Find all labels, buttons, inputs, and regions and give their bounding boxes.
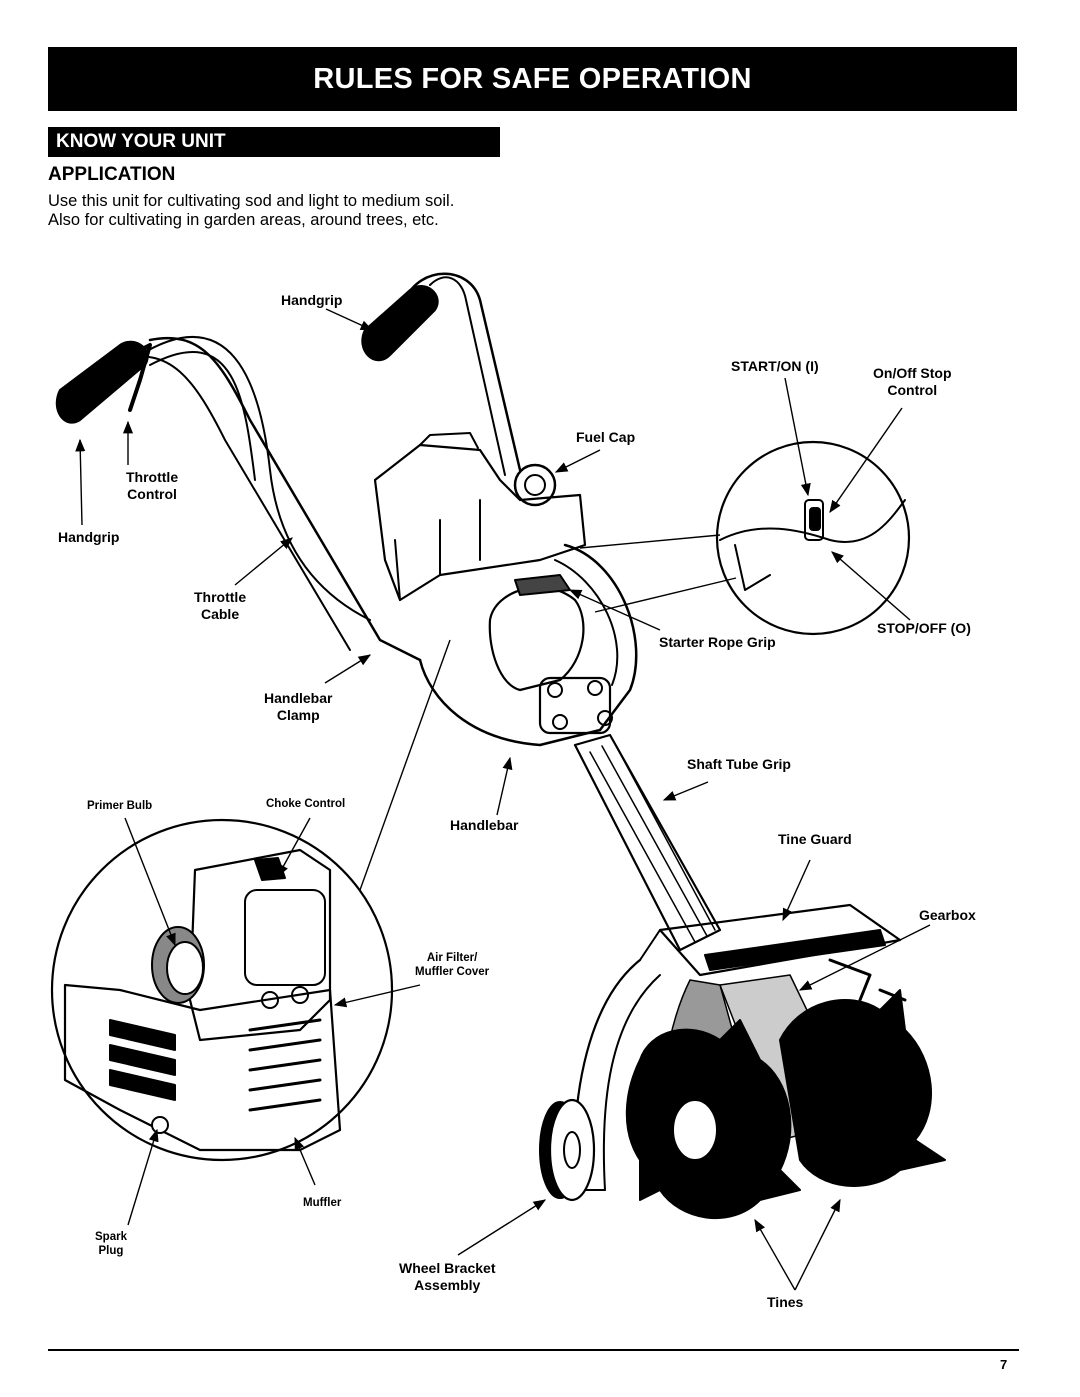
label-starter-rope-grip: Starter Rope Grip — [659, 634, 776, 650]
label-spark-plug: Spark Plug — [95, 1231, 127, 1257]
page-banner-title: RULES FOR SAFE OPERATION — [48, 47, 1017, 111]
body-line-2: Also for cultivating in garden areas, ar… — [48, 211, 439, 229]
page-number: 7 — [1000, 1357, 1008, 1372]
label-muffler: Muffler — [303, 1197, 342, 1209]
label-on-off-stop-control: On/Off Stop Control — [873, 365, 952, 398]
label-choke-control: Choke Control — [266, 798, 346, 810]
label-tines: Tines — [767, 1294, 804, 1310]
label-stop-off: STOP/OFF (O) — [877, 620, 971, 636]
subsection-title: APPLICATION — [48, 164, 176, 185]
body-line-1: Use this unit for cultivating sod and li… — [48, 192, 455, 210]
label-wheel-bracket-assembly: Wheel Bracket Assembly — [399, 1260, 496, 1293]
label-handlebar: Handlebar — [450, 817, 519, 833]
footer-rule — [48, 1349, 1019, 1351]
label-air-filter-muffler-cover: Air Filter/ Muffler Cover — [415, 952, 490, 978]
label-handgrip-top: Handgrip — [281, 292, 343, 308]
label-throttle-control: Throttle Control — [126, 469, 179, 502]
label-handgrip-left: Handgrip — [58, 529, 120, 545]
label-handlebar-clamp: Handlebar Clamp — [264, 690, 333, 723]
application-description: Use this unit for cultivating sod and li… — [48, 192, 518, 230]
label-throttle-cable: Throttle Cable — [194, 589, 247, 622]
label-primer-bulb: Primer Bulb — [87, 800, 153, 812]
label-start-on: START/ON (I) — [731, 358, 819, 374]
label-gearbox: Gearbox — [919, 907, 976, 923]
label-fuel-cap: Fuel Cap — [576, 429, 636, 445]
section-title: KNOW YOUR UNIT — [48, 127, 500, 157]
label-tine-guard: Tine Guard — [778, 831, 852, 847]
label-shaft-tube-grip: Shaft Tube Grip — [687, 756, 791, 772]
